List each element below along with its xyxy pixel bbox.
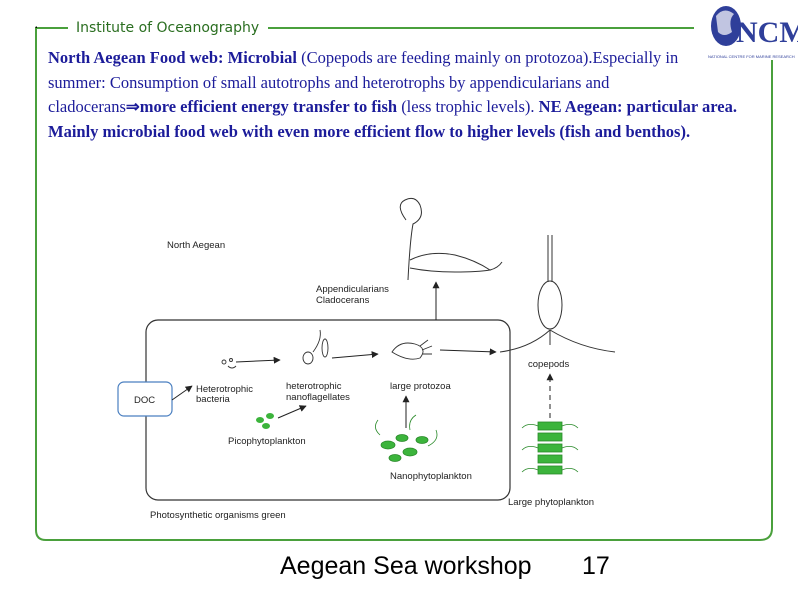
het-nano-label-2: nanoflagellates [286,392,350,403]
text-normal-a: (Copepods are feeding mainly on protozoa… [48,48,679,116]
copepod-icon [499,235,616,353]
implies-arrow: ⇒ [125,97,140,116]
ncmr-logo: NCMR NATIONAL CENTRE FOR MARINE RESEARCH [708,6,798,59]
appendicularian-icon [399,197,503,281]
het-nano-label-1: heterotrophic [286,381,342,392]
text-bold-a: North Aegean Food web: Microbial [48,48,298,67]
picophytoplankton-icon [256,413,274,429]
page-number: 17 [582,552,610,580]
text-bold-c: NE Aegean: particular area. Mainly micro… [48,97,737,141]
diagram-title: North Aegean [167,240,225,251]
nanoflagellate-icon [302,329,329,365]
het-bacteria-label-1: Heterotrophic [196,384,253,395]
arrow-bacteria-to-nano [235,356,281,364]
logo-emblem [711,6,741,46]
cladocerans-label: Cladocerans [316,295,370,306]
flow-arrows [171,281,554,428]
large-phyto-label: Large phytoplankton [508,497,594,508]
picophyto-label: Picophytoplankton [228,436,306,447]
arrow-nano-to-protozoa [331,351,379,359]
slide-marker: · [34,18,39,34]
diagram-caption: Photosynthetic organisms green [150,510,286,521]
large-protozoa-label: large protozoa [390,381,451,392]
large-protozoa-icon [391,339,433,360]
institute-label: Institute of Oceanography [76,20,260,36]
food-web-diagram: North Aegean DOC Appendicularians Cladoc… [117,197,616,521]
doc-label: DOC [134,395,155,406]
copepods-label: copepods [528,359,569,370]
body-paragraph: North Aegean Food web: Microbial (Copepo… [48,46,738,144]
logo-text: NCMR [736,16,798,49]
arrow-protozoa-to-copepods [439,348,497,356]
appendicularians-label: Appendicularians [316,284,389,295]
nanophyto-label: Nanophytoplankton [390,471,472,482]
large-phytoplankton-icon [521,421,579,475]
text-normal-b: (less trophic levels). [397,97,539,116]
het-bacteria-label-2: bacteria [196,394,231,405]
footer-title: Aegean Sea workshop [280,552,532,580]
doc-box [117,381,173,417]
nanophytoplankton-icon [375,414,438,462]
bacteria-icon [221,358,237,369]
text-bold-b: more efficient energy transfer to fish [139,97,398,116]
logo-subtitle: NATIONAL CENTRE FOR MARINE RESEARCH [708,54,795,59]
arrow-pico-to-nano [277,405,307,419]
arrow-doc-to-bacteria [171,385,193,401]
